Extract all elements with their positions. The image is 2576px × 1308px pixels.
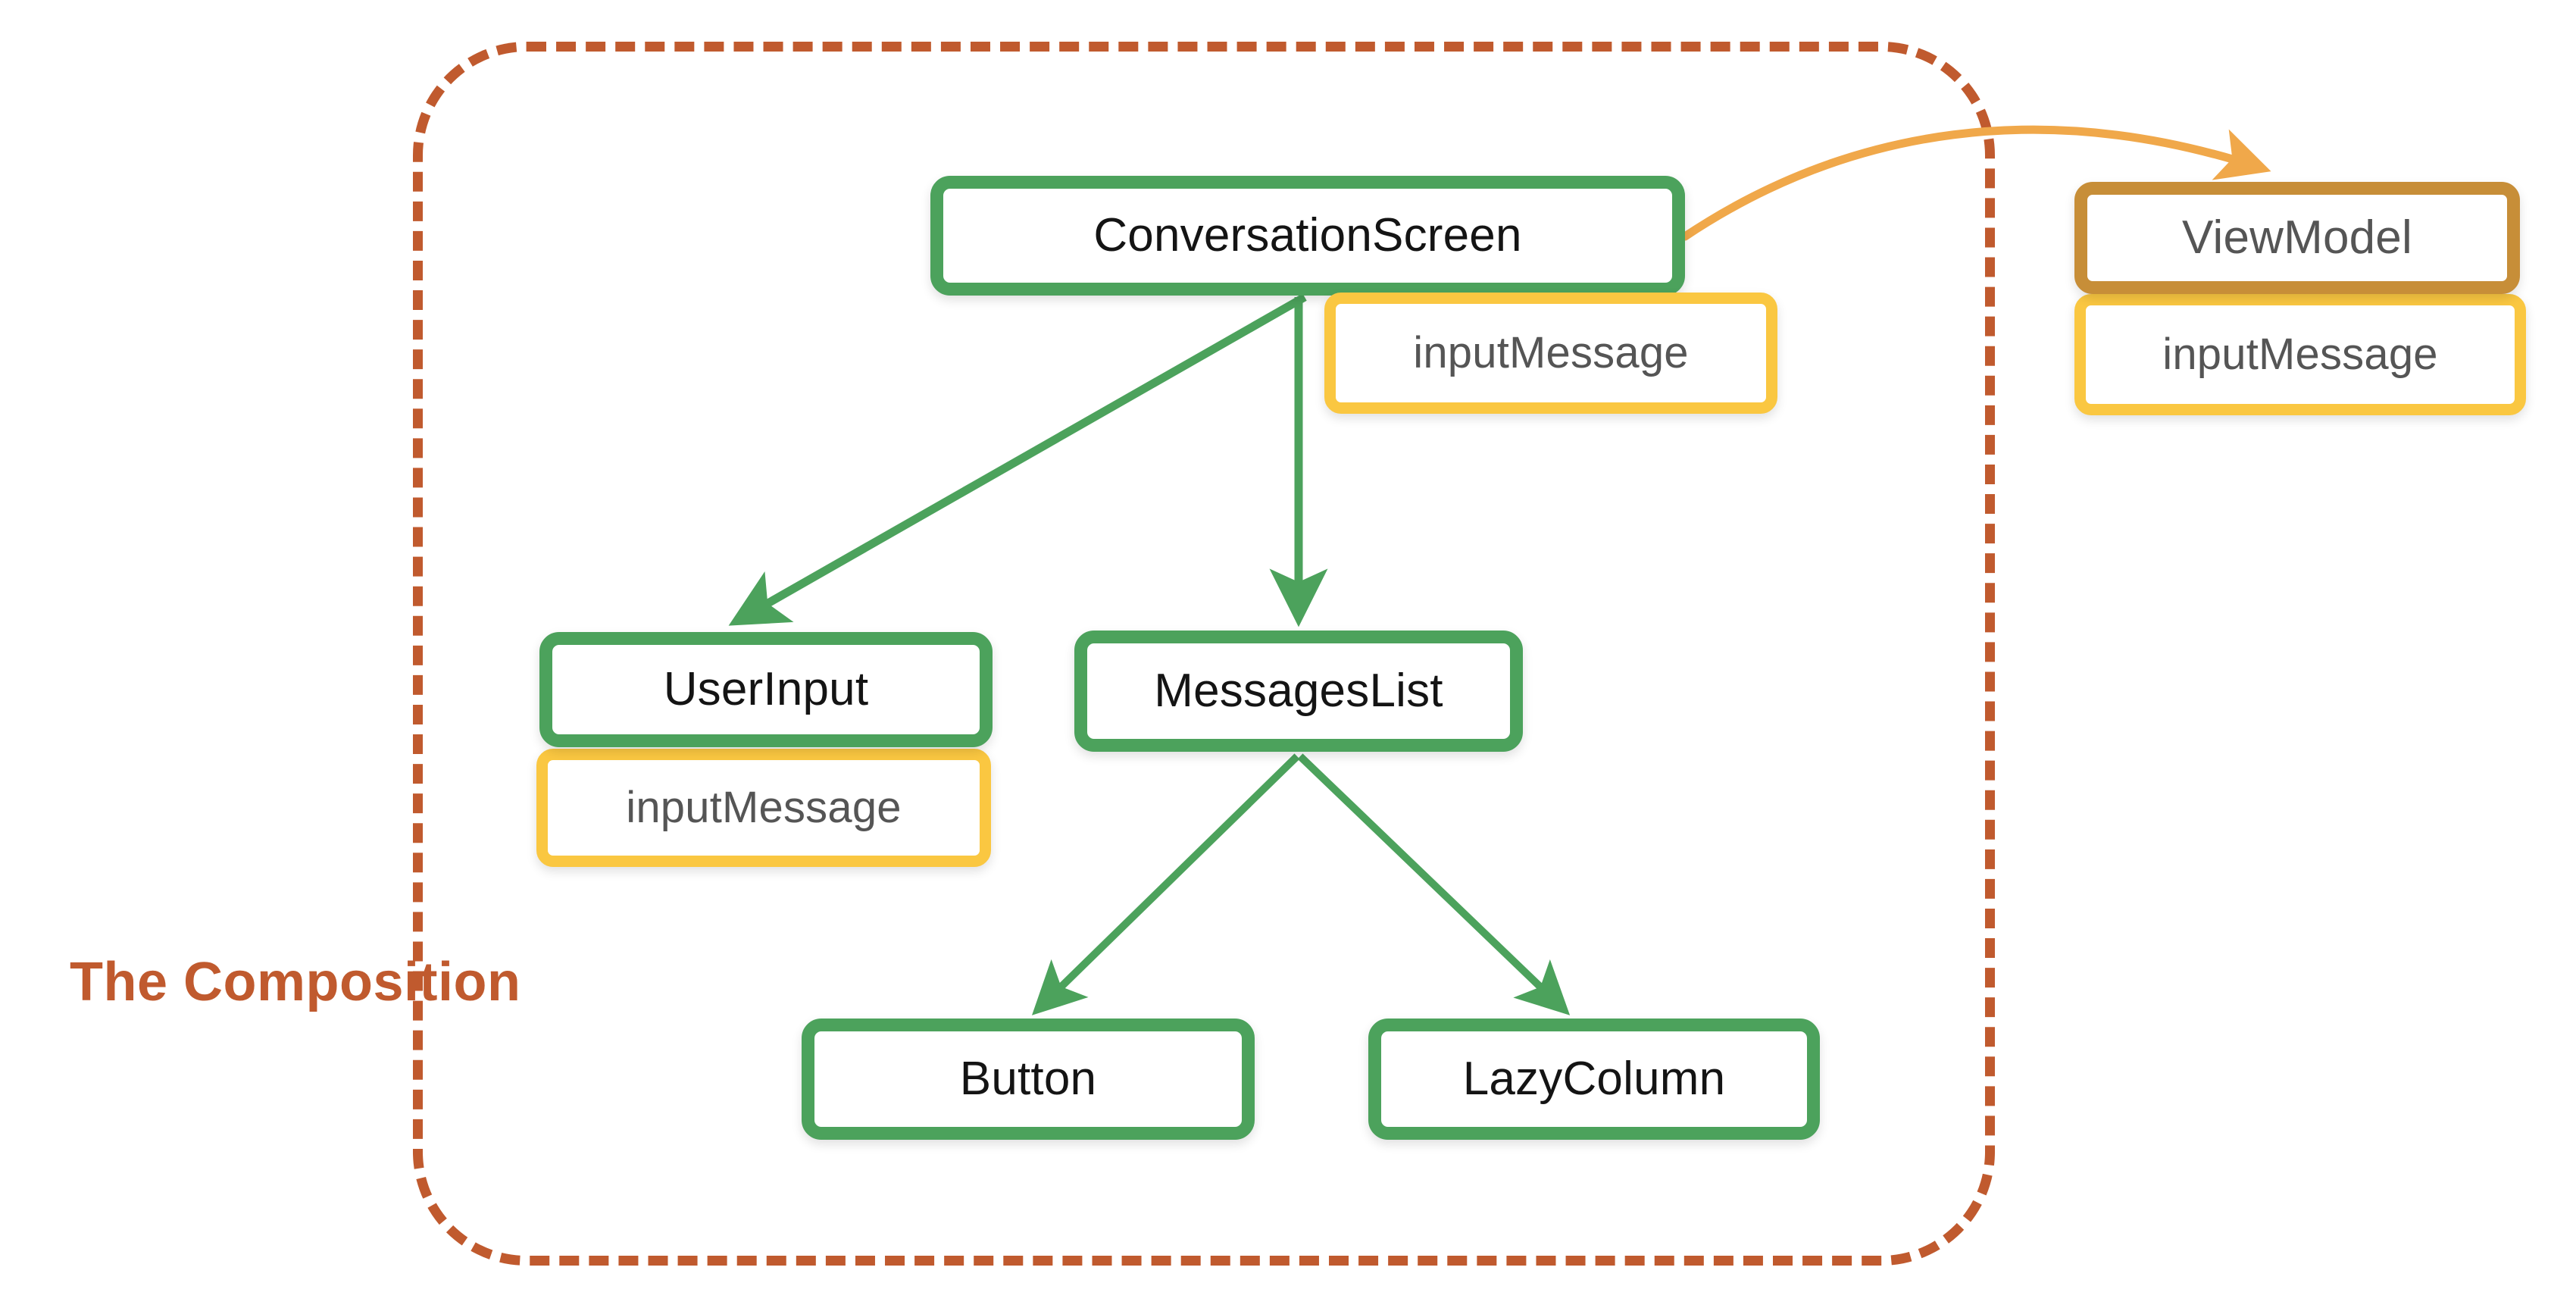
node-label-user-input: UserInput: [663, 663, 869, 715]
composition-boundary-label: The Composition: [70, 952, 521, 1012]
node-conversation-screen-state[interactable]: inputMessage: [1324, 293, 1777, 414]
edge-messageslist-to-button: [1031, 753, 1300, 1015]
node-label-button: Button: [959, 1053, 1097, 1105]
node-messages-list[interactable]: MessagesList: [1074, 631, 1523, 752]
node-label-lazy-column: LazyColumn: [1462, 1053, 1726, 1105]
node-view-model-state[interactable]: inputMessage: [2074, 294, 2526, 415]
node-label-view-model-state: inputMessage: [2162, 330, 2438, 379]
edge-conversation-to-viewmodel: [1680, 125, 2271, 241]
node-label-conversation-screen-state: inputMessage: [1413, 328, 1689, 377]
composition-boundary: [413, 42, 1995, 1266]
edge-conversation-to-userinput: [728, 293, 1307, 626]
node-label-view-model: ViewModel: [2182, 211, 2412, 264]
node-label-user-input-state: inputMessage: [626, 783, 902, 832]
node-label-messages-list: MessagesList: [1154, 665, 1443, 717]
node-user-input[interactable]: UserInput: [539, 632, 993, 747]
node-lazy-column[interactable]: LazyColumn: [1368, 1019, 1820, 1140]
node-user-input-state[interactable]: inputMessage: [536, 749, 991, 867]
node-conversation-screen[interactable]: ConversationScreen: [930, 176, 1685, 296]
node-label-conversation-screen: ConversationScreen: [1093, 209, 1522, 261]
node-view-model[interactable]: ViewModel: [2074, 182, 2520, 294]
edge-messageslist-to-lazycolumn: [1297, 753, 1571, 1015]
node-button[interactable]: Button: [802, 1019, 1255, 1140]
